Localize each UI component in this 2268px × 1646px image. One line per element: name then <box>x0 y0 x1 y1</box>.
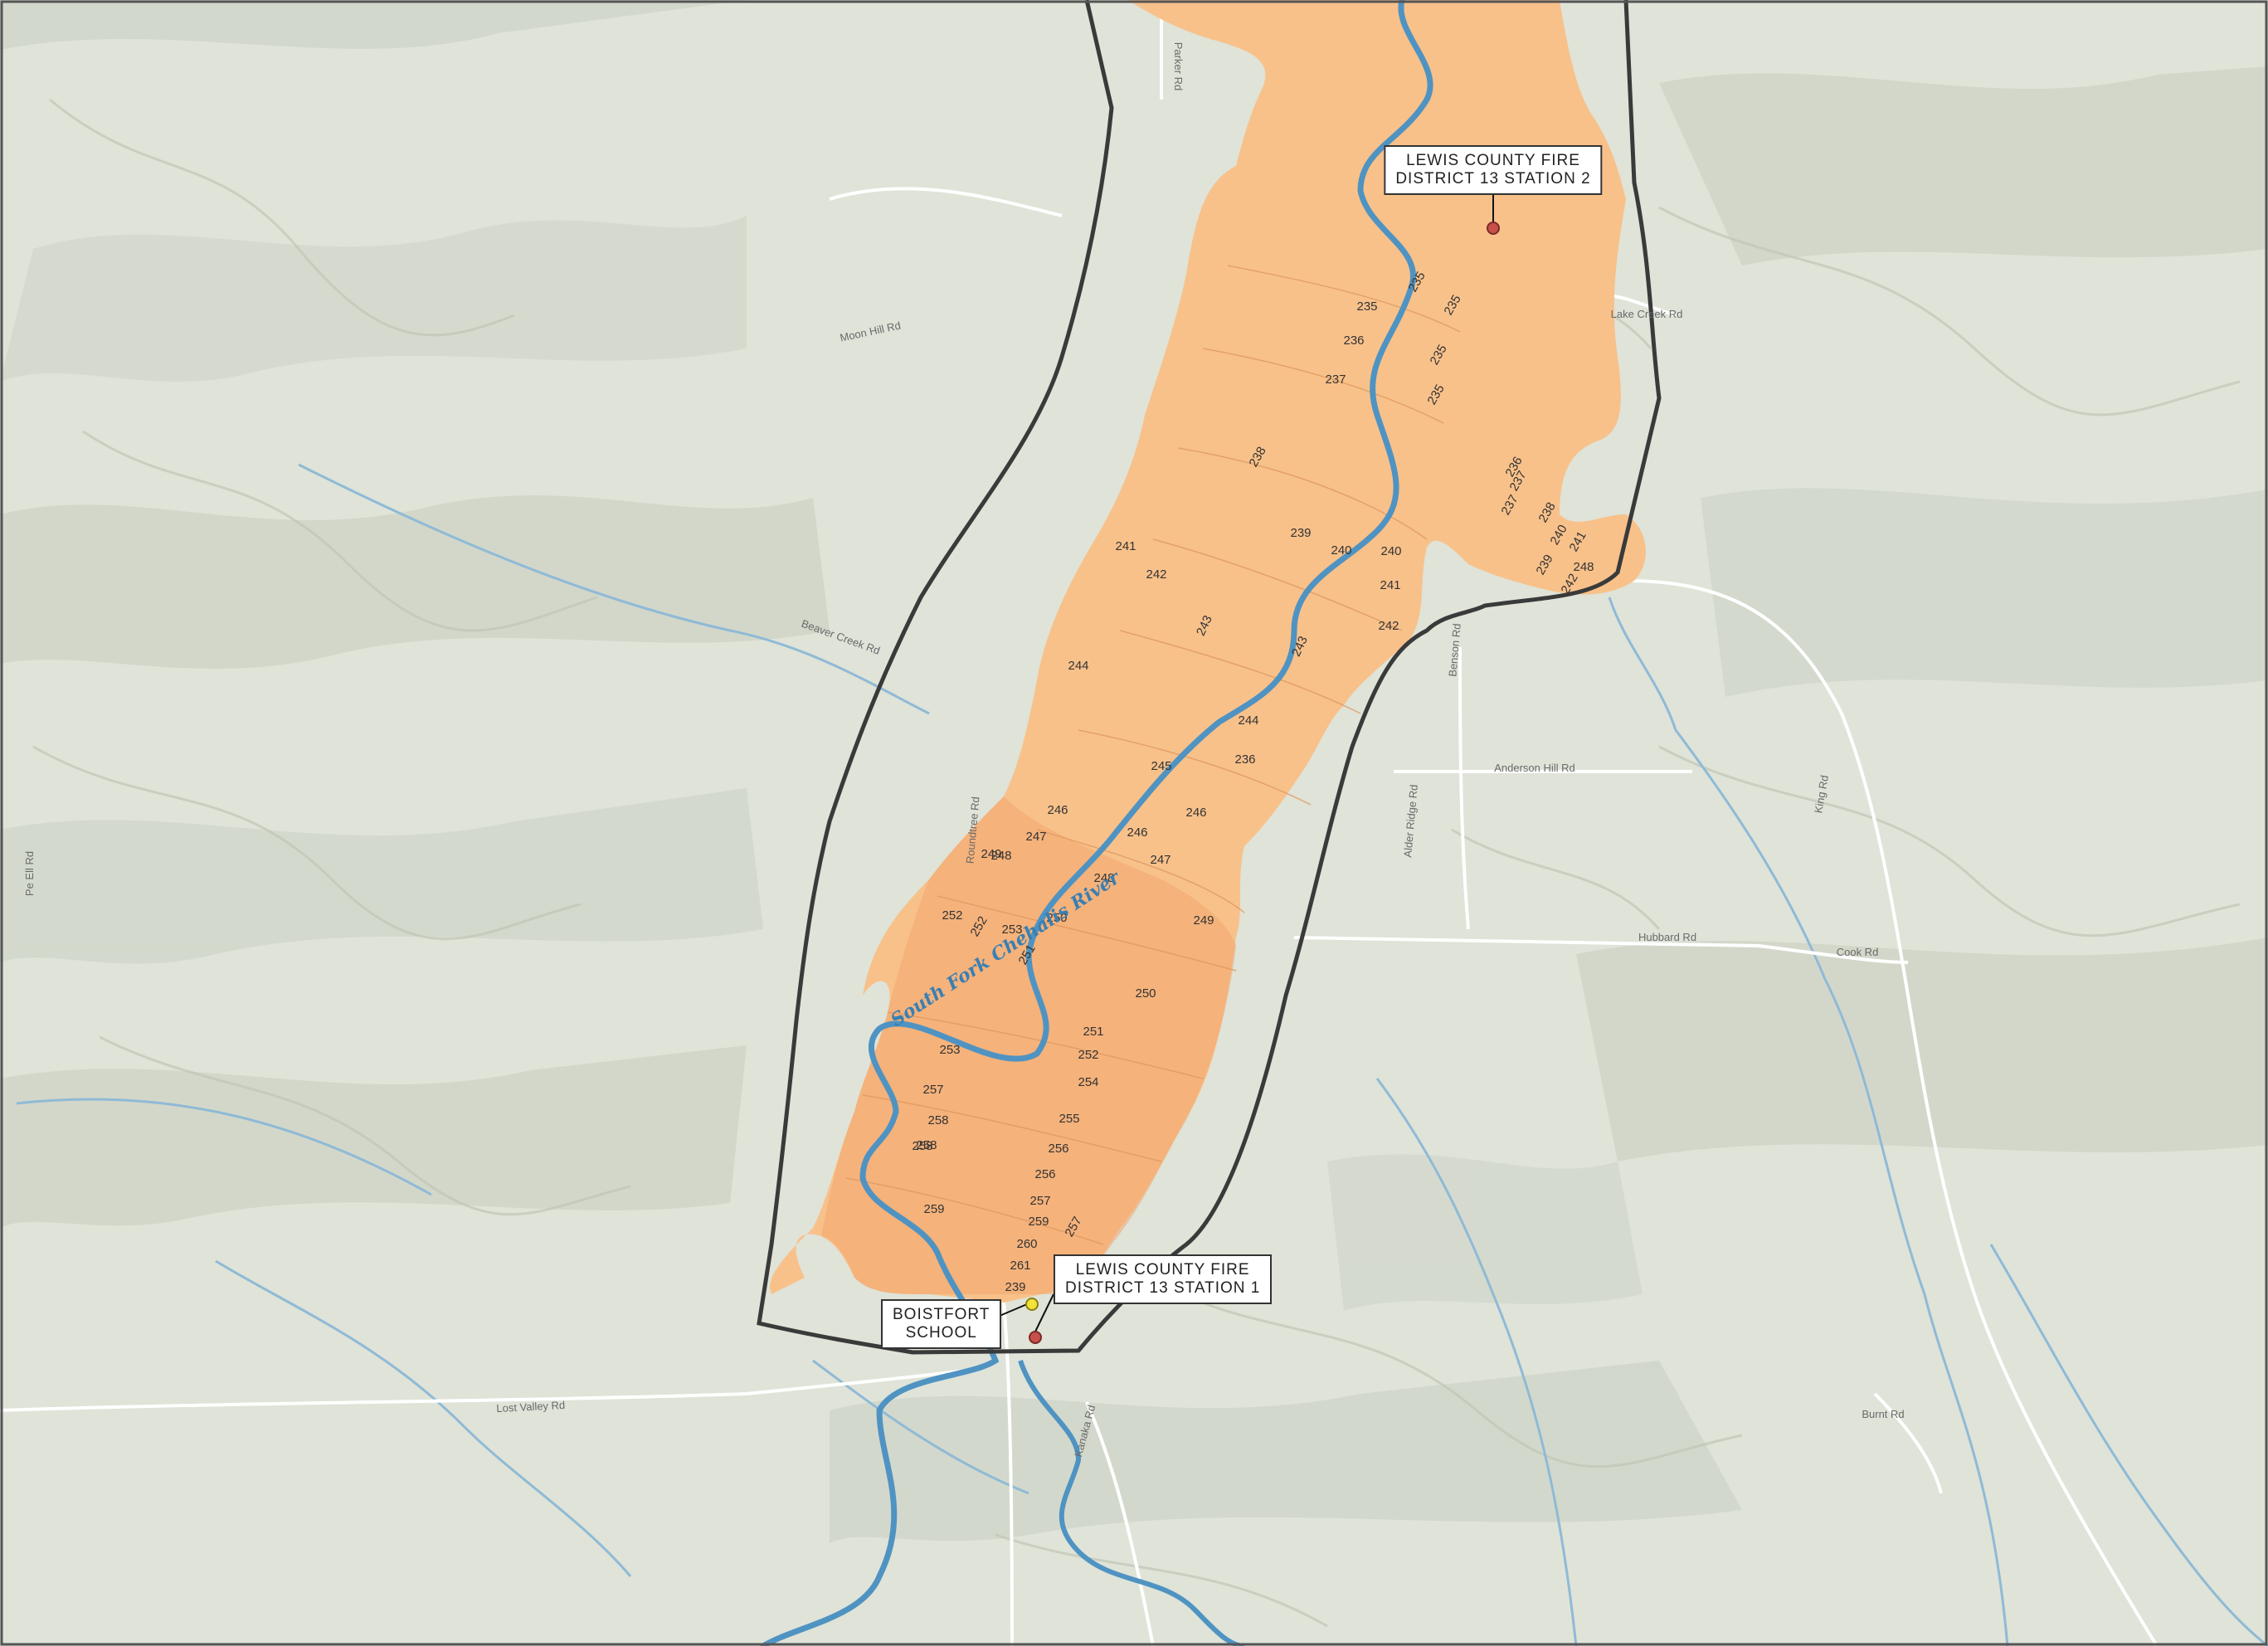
inundation-extent-south <box>821 796 1236 1294</box>
contour-label: 255 <box>1059 1112 1079 1126</box>
river-tributary <box>1018 1360 1245 1646</box>
terrain-hillshade <box>0 0 2268 1543</box>
contour-label: 240 <box>1331 543 1351 558</box>
road-label: Pe Ell Rd <box>23 851 36 896</box>
fire-station-1-label-line1: LEWIS COUNTY FIRE <box>1075 1261 1250 1278</box>
fire-station-1-marker[interactable] <box>1029 1331 1042 1344</box>
streams <box>16 463 2268 1646</box>
contour-label: 241 <box>1115 539 1136 553</box>
contour-label: 257 <box>1029 1194 1050 1208</box>
contour-label: 247 <box>1150 853 1171 867</box>
contour-label: 242 <box>1146 567 1166 582</box>
contour-label: 236 <box>1234 752 1255 767</box>
road-label: Lost Valley Rd <box>496 1399 566 1415</box>
contour-label: 258 <box>912 1139 932 1153</box>
contour-label: 261 <box>1010 1259 1030 1273</box>
contour-label: 239 <box>1290 526 1311 540</box>
terrain-ridges <box>32 98 2241 1628</box>
contour-label: 245 <box>1151 759 1171 773</box>
contour-label: 244 <box>1068 659 1088 673</box>
contour-label: 248 <box>1093 871 1114 885</box>
fire-station-2-label-line2: DISTRICT 13 STATION 2 <box>1395 170 1591 187</box>
contour-label: 246 <box>1185 806 1206 820</box>
contour-label: 258 <box>927 1113 948 1127</box>
contour-label: 235 <box>1356 299 1377 314</box>
contour-label: 250 <box>1135 986 1156 1001</box>
school-callout: BOISTFORT SCHOOL <box>881 1299 1002 1349</box>
south-fork-chehalis-river <box>760 0 1433 1646</box>
road-label: Burnt Rd <box>1862 1408 1904 1420</box>
contour-label: 241 <box>1380 578 1400 592</box>
contour-label: 253 <box>1001 923 1022 937</box>
contour-label: 236 <box>1343 334 1364 348</box>
contour-label: 260 <box>1016 1237 1037 1251</box>
contour-label: 237 <box>1325 373 1346 387</box>
road-label: Hubbard Rd <box>1638 931 1696 943</box>
contour-label: 252 <box>1078 1048 1098 1062</box>
school-label-line1: BOISTFORT <box>893 1306 990 1323</box>
road-label: Benson Rd <box>1446 623 1463 677</box>
contour-label: 256 <box>1034 1167 1055 1181</box>
contour-label: 251 <box>1083 1025 1103 1039</box>
road-label: Parker Rd <box>1172 42 1185 91</box>
fire-station-1-callout: LEWIS COUNTY FIRE DISTRICT 13 STATION 1 <box>1054 1254 1273 1304</box>
contour-label: 252 <box>942 908 962 923</box>
contour-label: 244 <box>1238 713 1258 728</box>
contour-label: 257 <box>922 1083 943 1097</box>
fire-station-1-label-line2: DISTRICT 13 STATION 1 <box>1065 1279 1261 1297</box>
contour-label: 242 <box>1378 619 1399 633</box>
contour-label: 240 <box>1380 544 1401 558</box>
fire-station-2-label-line1: LEWIS COUNTY FIRE <box>1406 152 1580 169</box>
contour-label: 239 <box>1005 1280 1025 1294</box>
road-label: Lake Creek Rd <box>1611 308 1683 320</box>
contour-label: 250 <box>1046 911 1067 925</box>
contour-lines <box>845 265 1461 1245</box>
contour-label: 259 <box>923 1202 944 1216</box>
contour-label: 246 <box>1127 825 1147 840</box>
fire-station-2-marker[interactable] <box>1487 222 1500 235</box>
fire-station-2-callout: LEWIS COUNTY FIRE DISTRICT 13 STATION 2 <box>1384 145 1603 195</box>
contour-label: 253 <box>939 1043 960 1057</box>
contour-label: 256 <box>1048 1142 1068 1156</box>
contour-label: 258 <box>916 1138 937 1152</box>
school-label-line2: SCHOOL <box>905 1324 977 1342</box>
contour-label: 249 <box>981 847 1001 861</box>
road-label: Cook Rd <box>1837 946 1879 958</box>
contour-label: 259 <box>1028 1215 1049 1229</box>
study-area-boundary <box>757 0 1662 1355</box>
contour-label: 248 <box>1573 560 1594 574</box>
contour-label: 248 <box>990 849 1011 863</box>
road-label: Anderson Hill Rd <box>1494 762 1575 774</box>
contour-label: 249 <box>1193 913 1214 928</box>
contour-label: 254 <box>1078 1075 1098 1089</box>
school-marker[interactable] <box>1025 1298 1039 1311</box>
contour-label: 246 <box>1047 803 1068 817</box>
contour-label: 247 <box>1025 830 1046 844</box>
road-label: Roundtree Rd <box>964 796 982 864</box>
